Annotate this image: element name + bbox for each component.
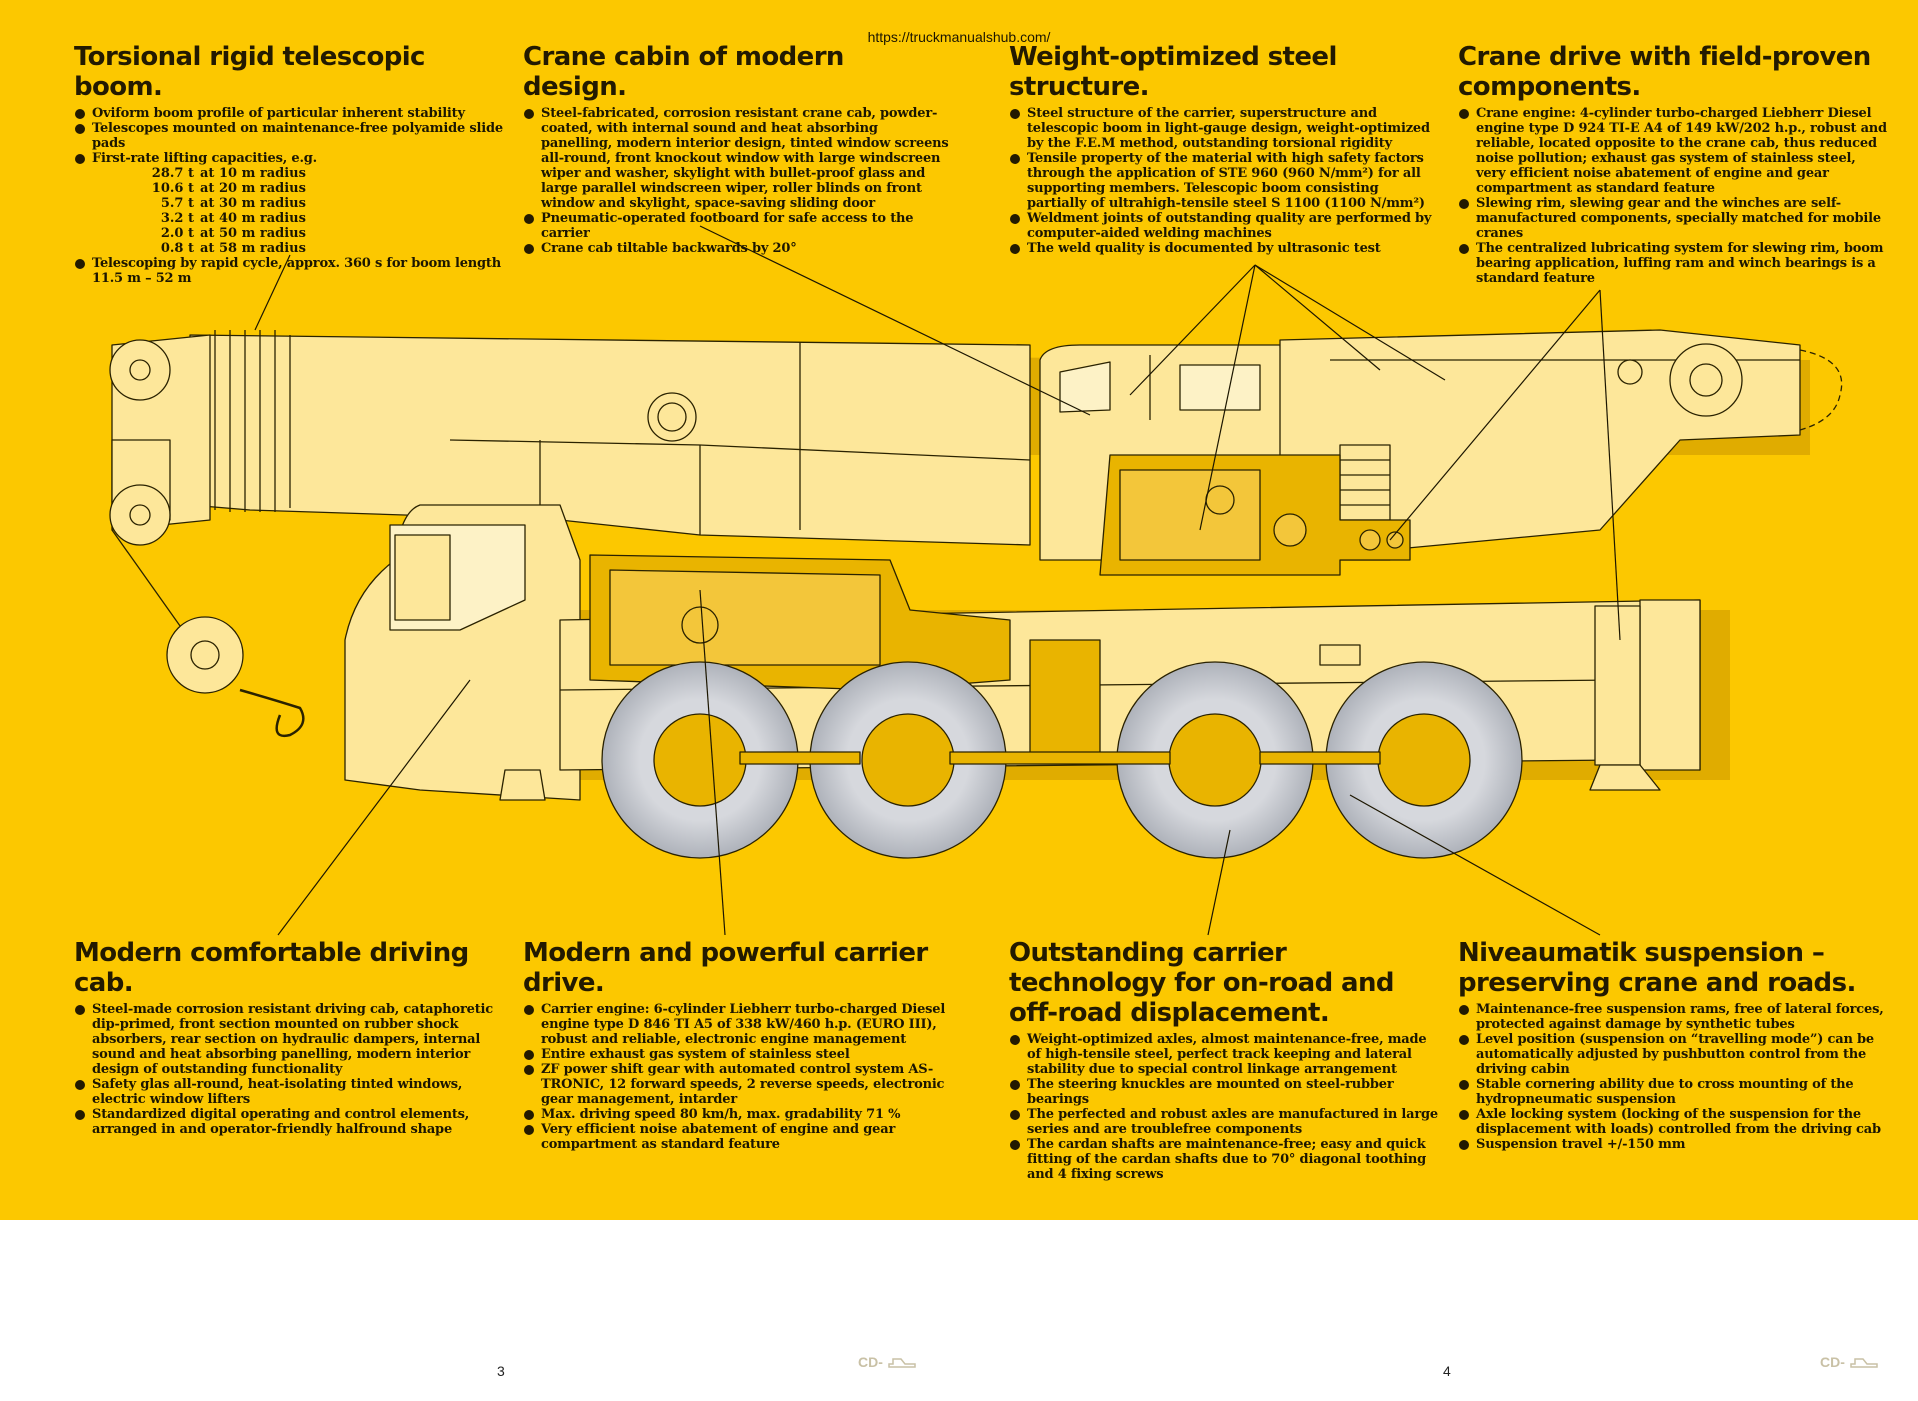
section-title: Crane cabin of modern design. [523,42,844,102]
section-title: Outstanding carrier technology for on-ro… [1009,938,1395,1028]
section-steel-structure: Weight-optimized steel structure. Steel … [1009,42,1439,256]
bullet: ZF power shift gear with automated contr… [523,1062,953,1107]
section-driving-cab: Modern comfortable driving cab. Steel-ma… [74,938,504,1137]
section-title: Niveaumatik suspension – preserving cran… [1458,938,1856,998]
bullet: Crane engine: 4-cylinder turbo-charged L… [1458,106,1888,196]
bullet: The cardan shafts are maintenance-free; … [1009,1137,1439,1182]
section-title: Modern comfortable driving cab. [74,938,469,998]
source-url[interactable]: https://truckmanualshub.com/ [867,29,1051,45]
bullet: The perfected and robust axles are manuf… [1009,1107,1439,1137]
section-crane-cabin: Crane cabin of modern design. Steel-fabr… [523,42,953,256]
crane-logo-icon [1850,1358,1878,1369]
section-carrier-drive: Modern and powerful carrier drive. Carri… [523,938,953,1152]
telescopic-boom [189,334,1031,546]
bullet: Axle locking system (locking of the susp… [1458,1107,1888,1137]
bullet: Very efficient noise abatement of engine… [523,1122,953,1152]
section-title: Crane drive with field-proven components… [1458,42,1871,102]
logo-text: CD- [858,1354,883,1370]
section-suspension: Niveaumatik suspension – preserving cran… [1458,938,1888,1152]
bullet: Telescoping by rapid cycle, approx. 360 … [74,256,504,286]
bullet: Safety glas all-round, heat-isolating ti… [74,1077,504,1107]
bullet: The steering knuckles are mounted on ste… [1009,1077,1439,1107]
bullet: Tensile property of the material with hi… [1009,151,1439,211]
bullet: Slewing rim, slewing gear and the winche… [1458,196,1888,241]
bullet: Steel-fabricated, corrosion resistant cr… [523,106,953,211]
bullet: Weight-optimized axles, almost maintenan… [1009,1032,1439,1077]
bullet: Carrier engine: 6-cylinder Liebherr turb… [523,1002,953,1047]
bullet: Suspension travel +/-150 mm [1458,1137,1888,1152]
bullet: Entire exhaust gas system of stainless s… [523,1047,953,1062]
bullet: Max. driving speed 80 km/h, max. gradabi… [523,1107,953,1122]
page-number-right: 4 [1443,1363,1451,1379]
crane-illustration [109,225,1843,936]
section-title: Torsional rigid telescopic boom. [74,42,425,102]
logo-left: CD- [858,1354,917,1370]
section-title: Modern and powerful carrier drive. [523,938,928,998]
bullet: Standardized digital operating and contr… [74,1107,504,1137]
logo-right: CD- [1820,1354,1879,1370]
bullet: The weld quality is documented by ultras… [1009,241,1439,256]
bullet: Steel-made corrosion resistant driving c… [74,1002,504,1077]
logo-text: CD- [1820,1354,1845,1370]
bullet: Maintenance-free suspension rams, free o… [1458,1002,1888,1032]
crane-logo-icon [888,1358,916,1369]
bullet: Pneumatic-operated footboard for safe ac… [523,211,953,241]
bullet: Steel structure of the carrier, superstr… [1009,106,1439,151]
bullet: Crane cab tiltable backwards by 20° [523,241,953,256]
bullet: First-rate lifting capacities, e.g. [74,151,504,166]
bullet: Telescopes mounted on maintenance-free p… [74,121,504,151]
section-carrier-technology: Outstanding carrier technology for on-ro… [1009,938,1439,1182]
bullet: The centralized lubricating system for s… [1458,241,1888,286]
section-telescopic-boom: Torsional rigid telescopic boom. Oviform… [74,42,504,286]
bullet: Weldment joints of outstanding quality a… [1009,211,1439,241]
section-title: Weight-optimized steel structure. [1009,42,1337,102]
bullet: Stable cornering ability due to cross mo… [1458,1077,1888,1107]
bullet: Level position (suspension on “travellin… [1458,1032,1888,1077]
cardan-shaft [739,751,861,765]
section-crane-drive: Crane drive with field-proven components… [1458,42,1888,286]
page-number-left: 3 [497,1363,505,1379]
bullet: Oviform boom profile of particular inher… [74,106,504,121]
